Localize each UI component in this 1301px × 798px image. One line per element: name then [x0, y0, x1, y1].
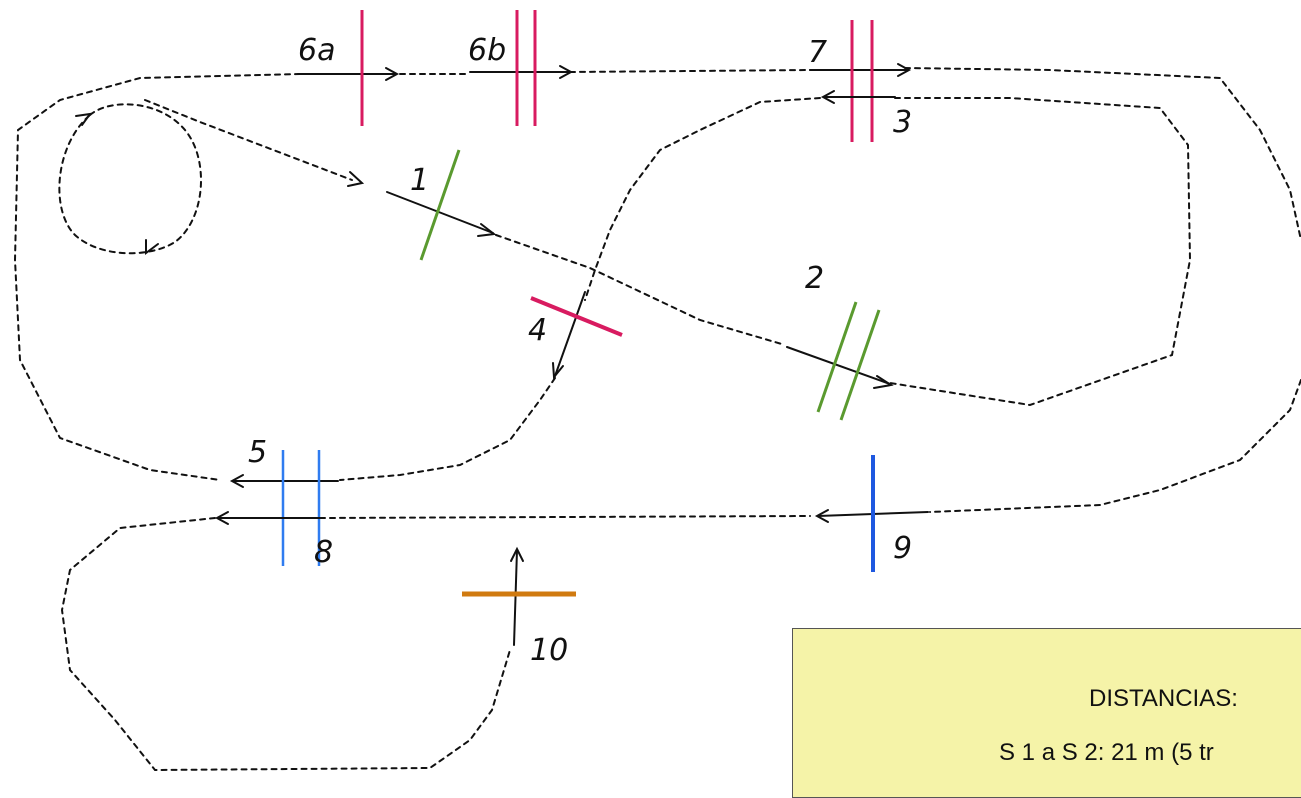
signal-1-arrow — [386, 191, 494, 234]
signal-4-label: 4 — [528, 313, 547, 348]
signal-8-arrowhead — [814, 509, 829, 523]
signal-6a-arrowhead — [385, 67, 400, 81]
signal-2-bar-2 — [839, 309, 881, 421]
signal-6a: 6a — [297, 10, 400, 126]
diagonal-path — [144, 99, 786, 346]
outer-loop-path — [13, 73, 301, 481]
distances-note: DISTANCIAS: S 1 a S 2: 21 m (5 tr — [792, 628, 1301, 798]
signal-3-arrowhead — [820, 90, 835, 104]
bottom-loop-path — [60, 517, 511, 772]
signal-8: 7 8 9 — [814, 455, 929, 572]
signal-4-arrowhead — [552, 362, 564, 380]
signal-8-text: 9 — [893, 531, 912, 566]
signal-4: 4 — [528, 291, 623, 380]
signal-5-arrowhead — [229, 474, 244, 488]
small-loop-path — [58, 103, 202, 255]
signal-6a-label: 6a — [298, 33, 335, 68]
signal-9-arrowhead — [214, 511, 229, 525]
top-main-path — [399, 67, 1301, 241]
inner-right-loop-path — [889, 97, 1192, 407]
signal-1-bar — [419, 149, 461, 261]
signal-9-label: 8 — [314, 535, 333, 570]
small-loop-arrow-bottom — [145, 239, 159, 255]
signal-1: 1 — [386, 149, 497, 261]
inner-crossing-path — [339, 97, 821, 481]
signal-10-label: 10 — [530, 633, 568, 668]
signal-2-bar-1 — [816, 301, 858, 413]
signal-2-arrow — [786, 346, 891, 385]
small-loop-arrow-top — [75, 112, 93, 126]
signal-4-bar — [530, 296, 623, 337]
signal-2-label: 2 — [805, 261, 824, 296]
signal-2: 2 — [786, 261, 894, 421]
signal-6b-label: 6b — [468, 33, 506, 68]
diagonal-arrowhead-1 — [347, 171, 365, 187]
distances-line-1: S 1 a S 2: 21 m (5 tr — [999, 739, 1214, 766]
signal-1-arrowhead — [477, 223, 497, 237]
distances-title: DISTANCIAS: — [1089, 685, 1238, 712]
signal-6b: 6b — [468, 10, 574, 126]
signal-10: 10 — [462, 546, 576, 668]
signal-3-label: 3 — [893, 105, 912, 140]
right-edge-path — [929, 379, 1301, 513]
signal-6b-arrowhead — [559, 65, 574, 79]
signal-2-arrowhead — [873, 375, 894, 389]
signal-10-arrow — [513, 549, 518, 646]
signal-3: 3 — [820, 90, 912, 140]
signal-10-arrowhead — [510, 546, 524, 562]
signal-5-label: 5 — [248, 435, 267, 470]
signal-1-label: 1 — [410, 163, 429, 198]
bottom-main-path — [319, 515, 811, 519]
signal-9: 8 — [214, 511, 333, 570]
signal-7-arrowhead — [897, 63, 912, 77]
track-diagram: 6a 6b 7 3 1 2 4 — [13, 10, 1301, 772]
signal-4-arrow — [554, 291, 586, 377]
signal-7: 7 — [808, 20, 912, 142]
signal-5: 5 — [229, 435, 339, 566]
signal-7-label: 7 — [808, 35, 827, 70]
